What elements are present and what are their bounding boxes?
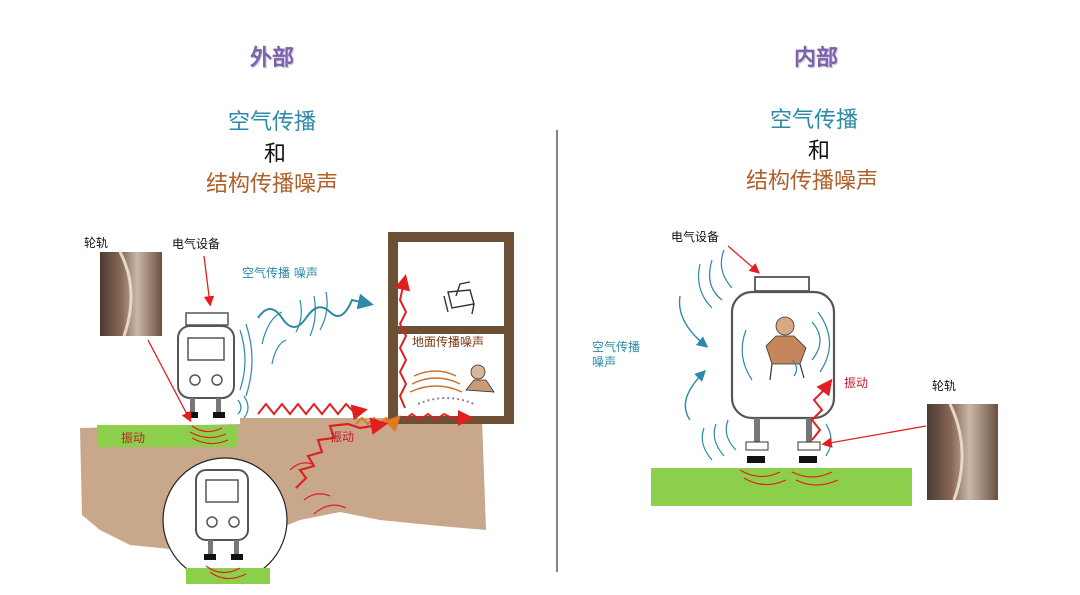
grass-strip-right <box>651 468 912 506</box>
label-equipment-right: 电气设备 <box>671 230 720 244</box>
left-title-line1: 空气传播 <box>228 110 317 135</box>
wheel-rail-photo-left <box>100 251 162 337</box>
right-heading: 内部 <box>794 46 839 71</box>
left-title-line2: 和 <box>264 142 287 167</box>
right-title-line1: 空气传播 <box>770 108 859 133</box>
vehicle-tunnel <box>195 469 249 580</box>
vehicle-surface <box>177 312 235 445</box>
label-airborne-right-2: 噪声 <box>592 355 617 369</box>
label-vibration-right: 振动 <box>844 376 869 390</box>
label-airborne-left: 空气传播 噪声 <box>242 266 318 280</box>
label-rail-left: 轮轨 <box>84 236 109 250</box>
building <box>388 232 514 424</box>
right-title-line2: 和 <box>808 139 831 164</box>
label-vibration-left-2: 振动 <box>330 430 355 444</box>
wheel-rail-photo-right <box>927 403 998 501</box>
label-airborne-right-1: 空气传播 <box>592 340 641 354</box>
left-heading: 外部 <box>250 46 295 71</box>
left-title-line3: 结构传播噪声 <box>206 172 339 197</box>
label-rail-right: 轮轨 <box>932 379 957 393</box>
label-ground-noise: 地面传播噪声 <box>412 335 485 349</box>
label-vibration-left-1: 振动 <box>121 431 146 445</box>
vehicle-interior <box>730 276 839 486</box>
label-equipment-left: 电气设备 <box>172 237 221 251</box>
grass-strip-lower <box>186 568 270 584</box>
right-title-line3: 结构传播噪声 <box>746 169 879 194</box>
